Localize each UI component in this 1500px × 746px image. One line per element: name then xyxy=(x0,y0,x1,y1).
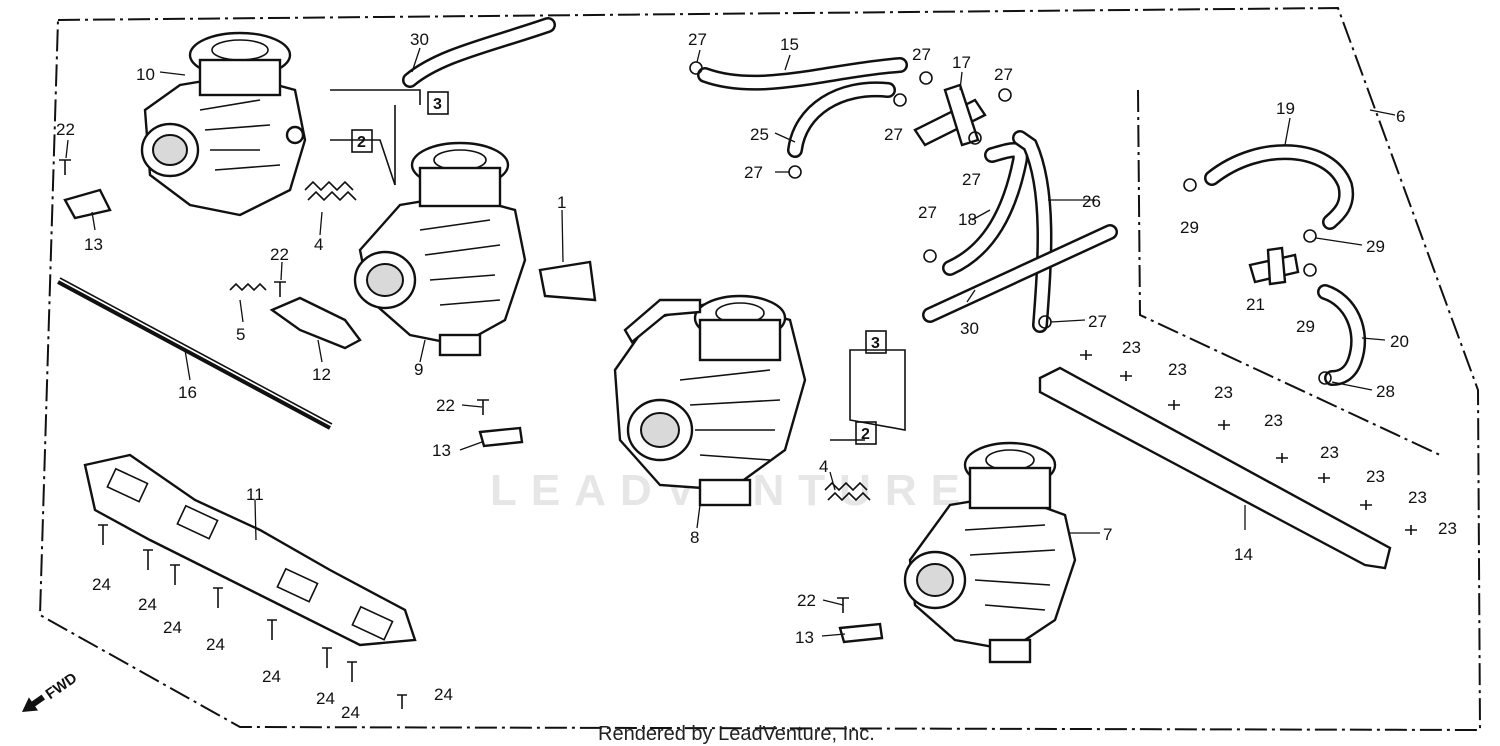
callout: 22 xyxy=(56,120,75,139)
callout: 23 xyxy=(1320,443,1339,462)
hose-icon xyxy=(402,17,1367,386)
callout: 24 xyxy=(206,635,225,654)
joint-icon xyxy=(913,83,1300,286)
reference-frames xyxy=(330,89,906,441)
box-3-center xyxy=(865,330,887,354)
callout: 28 xyxy=(1376,382,1395,401)
callout: 27 xyxy=(918,203,937,222)
callout: 22 xyxy=(436,396,455,415)
leader-lines xyxy=(65,47,1396,637)
callout: 11 xyxy=(246,485,264,504)
rod-icon xyxy=(57,277,333,430)
callout: 24 xyxy=(434,685,453,704)
callout: 17 xyxy=(952,53,971,72)
callout: 24 xyxy=(92,575,111,594)
callout: 22 xyxy=(270,245,289,264)
callout: 4 xyxy=(819,457,828,476)
callout: 3 xyxy=(433,96,442,113)
callout: 4 xyxy=(314,235,323,254)
callout: 9 xyxy=(414,360,423,379)
callout: 12 xyxy=(312,365,331,384)
callout: 29 xyxy=(1296,317,1315,336)
callout: 2 xyxy=(861,426,870,443)
bracket-icon xyxy=(63,188,884,644)
callout: 23 xyxy=(1408,488,1427,507)
callout: 13 xyxy=(795,628,814,647)
carburetor-icon xyxy=(903,441,1077,664)
callout: 19 xyxy=(1276,99,1295,118)
plate-icon xyxy=(83,453,417,647)
callout: 3 xyxy=(871,335,880,352)
callout: 30 xyxy=(410,30,429,49)
callout: 27 xyxy=(962,170,981,189)
callout: 23 xyxy=(1438,519,1457,538)
carburetor-icon xyxy=(613,294,807,507)
callout: 23 xyxy=(1214,383,1233,402)
callout: 5 xyxy=(236,325,245,344)
callout: 13 xyxy=(84,235,103,254)
callout: 16 xyxy=(178,383,197,402)
callout: 6 xyxy=(1396,107,1405,126)
callout: 23 xyxy=(1168,360,1187,379)
callout-labels: 10 30 3 2 22 13 4 22 5 12 9 1 16 22 13 8… xyxy=(56,30,1457,722)
footer-credit: Rendered by LeadVenture, Inc. xyxy=(598,723,875,745)
callout: 10 xyxy=(136,65,155,84)
carburetor-icon xyxy=(140,31,307,217)
callout: 27 xyxy=(912,45,931,64)
callout: 14 xyxy=(1234,545,1253,564)
callout: 20 xyxy=(1390,332,1409,351)
spring-icon xyxy=(229,180,871,502)
callout: 27 xyxy=(744,163,763,182)
callout: 18 xyxy=(958,210,977,229)
callout: 27 xyxy=(884,125,903,144)
callout: 24 xyxy=(163,618,182,637)
callout: 24 xyxy=(262,667,281,686)
callout: 27 xyxy=(688,30,707,49)
callout: 21 xyxy=(1246,295,1265,314)
box-2-top xyxy=(351,129,373,153)
callout: 23 xyxy=(1122,338,1141,357)
callout: 25 xyxy=(750,125,769,144)
callout: 27 xyxy=(1088,312,1107,331)
callout: 23 xyxy=(1264,411,1283,430)
callout: 24 xyxy=(341,703,360,722)
callout: 23 xyxy=(1366,467,1385,486)
bracket-icon xyxy=(1038,366,1392,570)
callout: 24 xyxy=(316,689,335,708)
callout: 15 xyxy=(780,35,799,54)
screw-icon xyxy=(59,159,1417,709)
box-3-top xyxy=(427,91,449,115)
callout: 8 xyxy=(690,528,699,547)
callout: 24 xyxy=(138,595,157,614)
callout: 1 xyxy=(557,193,566,212)
callout: 29 xyxy=(1180,218,1199,237)
callout: 26 xyxy=(1082,192,1101,211)
box-2-center xyxy=(855,421,877,445)
callout: 22 xyxy=(797,591,816,610)
carburetor-icon xyxy=(353,141,527,357)
assembly-frame xyxy=(38,6,1482,732)
callout: 13 xyxy=(432,441,451,460)
subgroup-frame xyxy=(1137,89,1441,456)
callout: 27 xyxy=(994,65,1013,84)
fwd-arrow-icon: FWD xyxy=(22,669,81,712)
callout: 30 xyxy=(960,319,979,338)
callout: 2 xyxy=(357,134,366,151)
fwd-label: FWD xyxy=(43,669,81,703)
callout: 29 xyxy=(1366,237,1385,256)
callout: 7 xyxy=(1103,525,1112,544)
